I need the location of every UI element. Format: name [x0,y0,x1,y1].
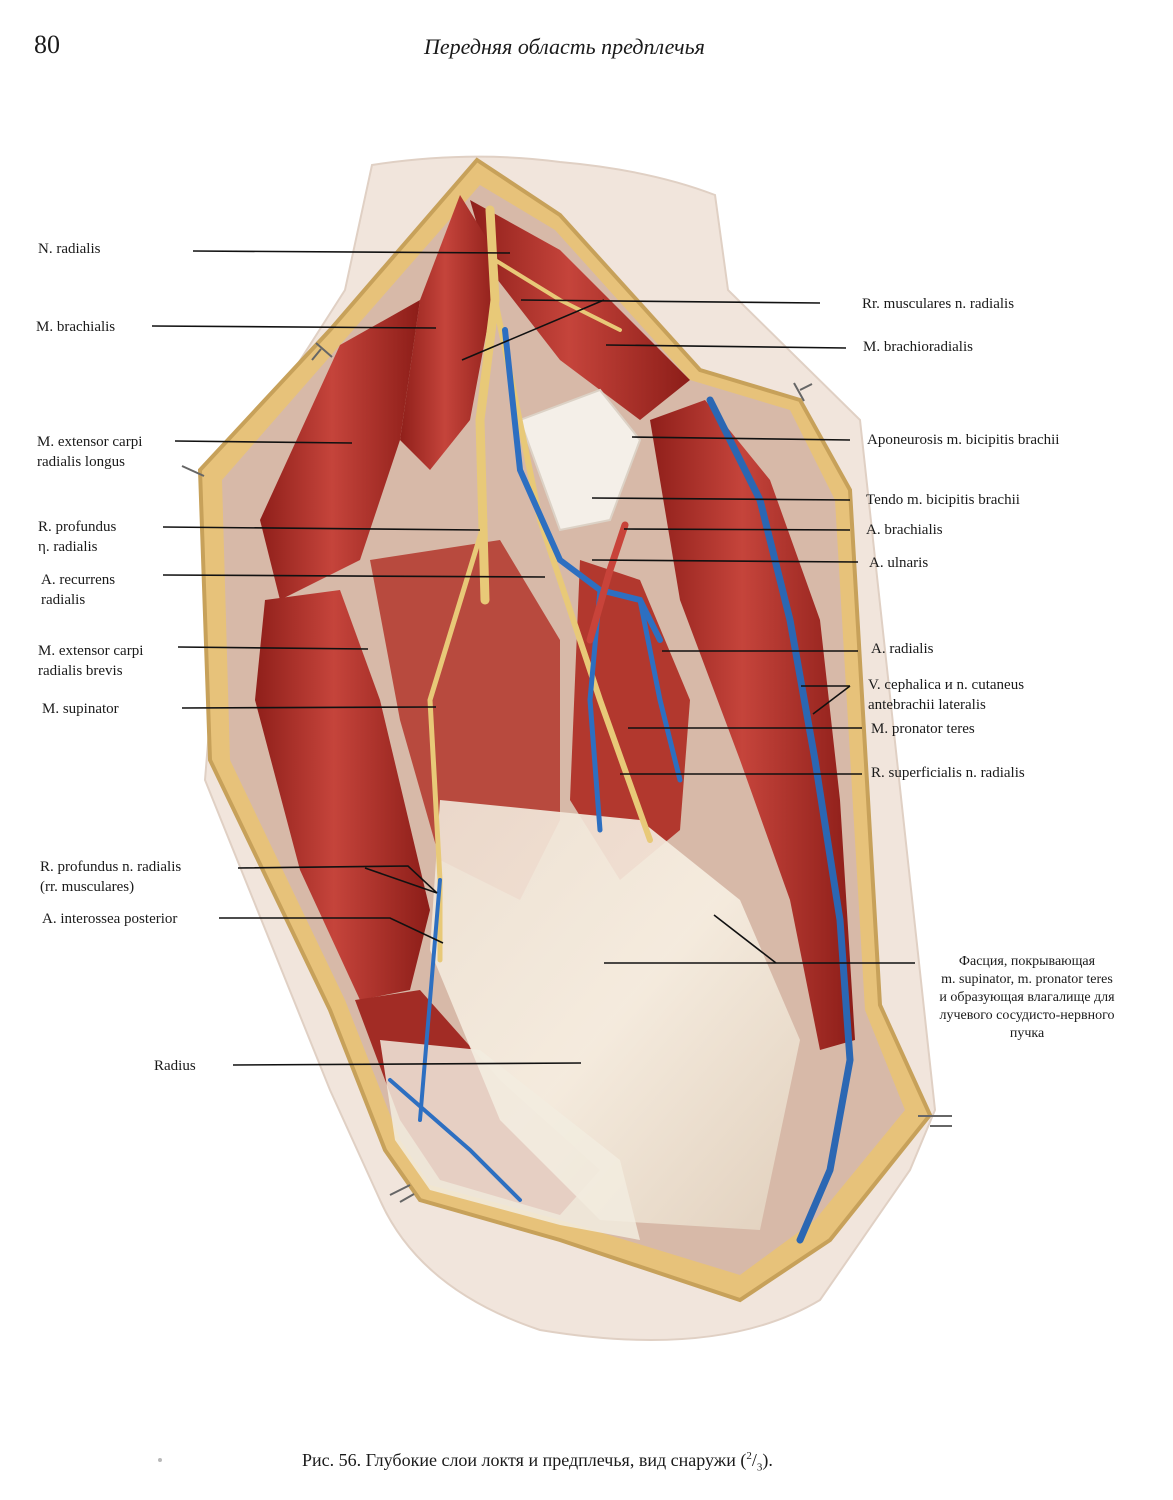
label-v-cephalica-line-2: antebrachii lateralis [868,697,986,713]
caption-suffix: ). [762,1450,773,1470]
vein-lower [388,1078,522,1202]
label-tendo: Tendo m. bicipitis brachii [866,492,1020,508]
tendon-biceps [518,388,642,532]
label-fascia-line-1: Фасция, покрывающая [958,954,1096,969]
label-v-cephalica-line-1: V. cephalica и n. cutaneus [868,677,1025,693]
label-r-profundus-line-2: η. radialis [38,539,98,555]
page-number: 80 [34,30,60,59]
label-fascia-line-4: лучевого сосудисто-нервного [939,1008,1115,1023]
nerve-radialis [475,205,500,605]
label-fascia-line-3: и образующая влагалище для [939,990,1115,1005]
figure-caption: Рис. 56. Глубокие слои локтя и предплечь… [302,1450,773,1474]
muscle-ecrl [260,300,420,600]
label-r-profundus-musc-line-2: (rr. musculares) [40,879,135,895]
scan-speck [158,1458,162,1462]
label-r-profundus: R. profundus η. radialis [38,517,116,557]
caption-prefix: Рис. 56. Глубокие слои локтя и предплечь… [302,1450,747,1470]
label-a-radialis: A. radialis [871,641,934,657]
label-ecrb: M. extensor carpi radialis brevis [38,641,143,681]
radius-tendon [380,1040,640,1240]
label-a-recurrens-line-1: A. recurrens [41,572,116,588]
label-r-profundus-line-1: R. profundus [38,519,117,535]
label-ecrb-line-1: M. extensor carpi [38,643,144,659]
label-r-profundus-musc: R. profundus n. radialis (rr. musculares… [40,857,181,897]
label-aponeurosis: Aponeurosis m. bicipitis brachii [867,432,1060,448]
label-rr-musculares: Rr. musculares n. radialis [862,296,1015,312]
leader-lines [151,250,915,1066]
label-m-brachialis: M. brachialis [36,319,116,335]
label-fascia-line-5: пучка [1009,1026,1045,1041]
vessels [388,327,854,1244]
nerve-profundus [427,517,488,963]
muscle-brachialis [400,195,500,470]
label-fascia: Фасция, покрывающая m. supinator, m. pro… [906,953,1148,1043]
artery-brachialis [586,521,629,644]
label-ecrb-line-2: radialis brevis [38,663,123,679]
label-a-recurrens-line-2: radialis [41,592,86,608]
label-a-interossea: A. interossea posterior [42,911,178,927]
vein-deep-3 [637,597,683,783]
label-m-brachioradialis: M. brachioradialis [863,339,973,355]
label-m-supinator: M. supinator [42,701,119,717]
label-a-brachialis: A. brachialis [866,522,943,538]
label-n-radialis: N. radialis [38,241,101,257]
label-a-ulnaris: A. ulnaris [869,555,929,571]
muscle-lateral-long [650,400,855,1050]
vein-interossea [418,878,442,1122]
label-ecrl-line-1: M. extensor carpi [37,434,143,450]
label-r-superficialis: R. superficialis n. radialis [871,765,1025,781]
label-a-recurrens: A. recurrens radialis [41,570,115,610]
label-ecrl-line-2: radialis longus [37,454,125,470]
running-title: Передняя область предплечья [424,34,705,59]
label-radius: Radius [154,1058,196,1074]
caption-numerator: 2 [746,1450,752,1462]
muscle-ecrb [255,590,430,1000]
vein-cephalica [706,396,854,1244]
caption-slash: / [751,1450,757,1470]
label-ecrl: M. extensor carpi radialis longus [37,432,142,472]
label-v-cephalica: V. cephalica и n. cutaneus antebrachii l… [868,675,1024,715]
label-r-profundus-musc-line-1: R. profundus n. radialis [40,859,182,875]
label-m-pronator: M. pronator teres [871,721,975,737]
label-fascia-line-2: m. supinator, m. pronator teres [941,972,1113,987]
nerve-superficialis [492,297,653,843]
retractor-hooks [181,342,952,1203]
caption-denominator: 3 [756,1461,763,1474]
